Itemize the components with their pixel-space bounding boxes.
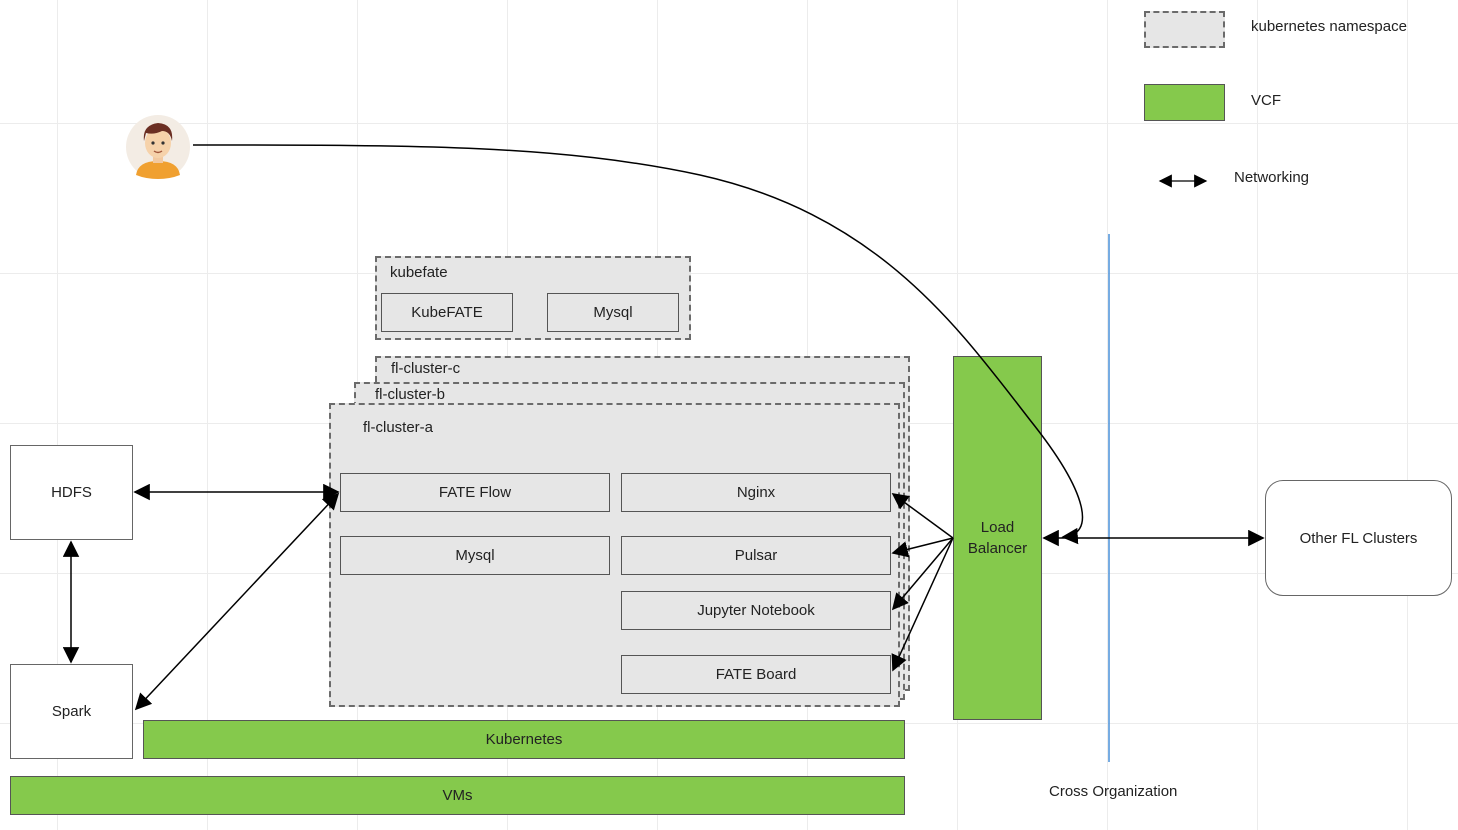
kubefate-mysql-box: Mysql xyxy=(547,293,679,332)
vms-bar: VMs xyxy=(10,776,905,815)
fate-flow-box: FATE Flow xyxy=(340,473,610,512)
lb-pulsar-arrow xyxy=(891,537,954,558)
mysql-box: Mysql xyxy=(340,536,610,575)
other-fl-clusters-box: Other FL Clusters xyxy=(1265,480,1452,596)
fl-cluster-c-label: fl-cluster-c xyxy=(391,360,461,377)
spark-fateflow-arrow xyxy=(134,492,340,711)
kubefate-namespace-label: kubefate xyxy=(390,264,448,281)
lb-jupyter-arrow xyxy=(891,537,954,611)
load-balancer-label: Load Balancer xyxy=(967,519,1028,557)
lb-fateboard-arrow xyxy=(891,537,954,672)
fate-board-box: FATE Board xyxy=(621,655,891,694)
legend-networking-label: Networking xyxy=(1234,169,1310,186)
pulsar-box: Pulsar xyxy=(621,536,891,575)
legend-namespace-swatch xyxy=(1144,11,1225,48)
nginx-box: Nginx xyxy=(621,473,891,512)
user-to-lb-curve xyxy=(192,144,1084,545)
spark-box: Spark xyxy=(10,664,133,759)
fl-cluster-b-label: fl-cluster-b xyxy=(375,386,446,403)
legend-namespace-label: kubernetes namespace xyxy=(1251,18,1407,35)
fl-cluster-a-label: fl-cluster-a xyxy=(363,419,434,436)
user-avatar xyxy=(126,115,190,179)
cross-organization-label: Cross Organization xyxy=(1049,783,1178,800)
kubernetes-bar: Kubernetes xyxy=(143,720,905,759)
legend-vcf-swatch xyxy=(1144,84,1225,121)
kubefate-box: KubeFATE xyxy=(381,293,513,332)
hdfs-box: HDFS xyxy=(10,445,133,540)
jupyter-notebook-box: Jupyter Notebook xyxy=(621,591,891,630)
lb-nginx-arrow xyxy=(891,493,954,539)
legend-vcf-label: VCF xyxy=(1251,92,1281,109)
